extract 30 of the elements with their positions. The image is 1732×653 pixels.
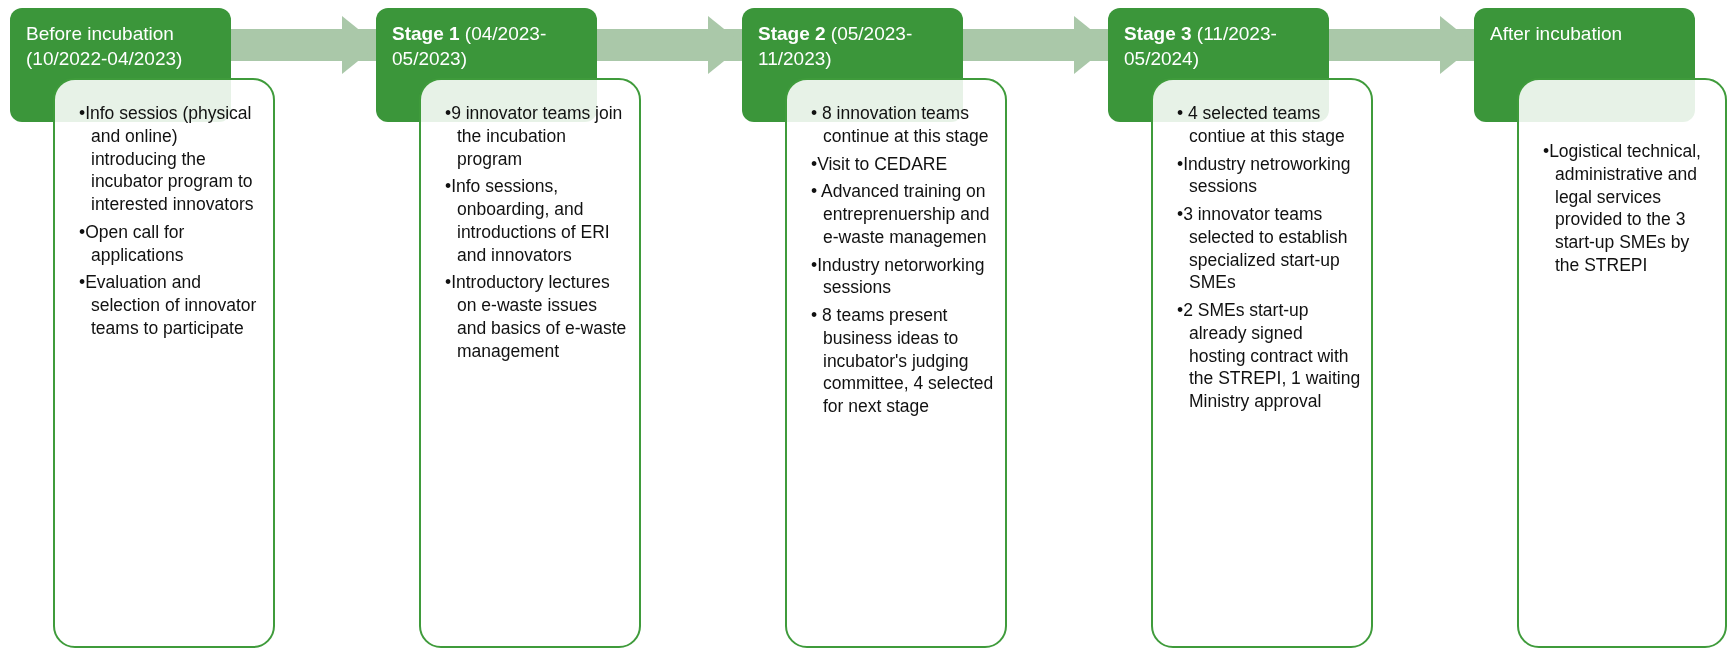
bullet-text: •Info sessions, onboarding, and introductions of ERI and innovators <box>445 175 611 267</box>
stage-card <box>785 78 1007 648</box>
bullet-text: • Advanced training on entreprenuership and e-waste managemen <box>811 180 991 249</box>
stage-card <box>53 78 275 648</box>
block-arrow <box>963 16 1110 74</box>
bullet-text: • 8 teams present business ideas to incubator's judging committee, 4 selected for next stage <box>811 304 995 418</box>
bullet-text: •Evaluation and selection of innovator teams to participate <box>79 271 258 340</box>
stage-card <box>419 78 641 648</box>
stage-title: Stage 1 (04/2023-05/2023) <box>392 22 548 71</box>
bullet-text: •Logistical technical, administrative and legal services provided to the 3 start-up SMEs by the STREPI <box>1543 140 1702 277</box>
bullet-text: •Open call for applications <box>79 220 186 267</box>
stage-card <box>1517 78 1727 648</box>
block-arrow <box>231 16 378 74</box>
stage-card <box>1151 78 1373 648</box>
bullet-text: •9 innovator teams join the incubation program <box>445 102 624 171</box>
stage-title: Stage 3 (11/2023-05/2024) <box>1124 22 1278 71</box>
block-arrow <box>597 16 744 74</box>
bullet-text: • 8 innovation teams continue at this stage <box>811 102 990 148</box>
bullet-text: •Introductory lectures on e-waste issues and basics of e-waste management <box>445 271 628 363</box>
bullet-text: •2 SMEs start-up already signed hosting contract with the STREPI, 1 waiting Ministry approval <box>1177 299 1361 413</box>
bullet-text: •Info sessios (physical and online) introducing the incubator program to interested innovators <box>79 102 255 216</box>
block-arrow <box>1329 16 1476 74</box>
stage-title: After incubation <box>1490 22 1624 46</box>
bullet-text: •Industry netorworking sessions <box>811 253 986 299</box>
bullet-text: •3 innovator teams selected to establish specialized start-up SMEs <box>1177 203 1349 294</box>
stage-title: Stage 2 (05/2023-11/2023) <box>758 22 914 71</box>
bullet-text: •Industry netroworking sessions <box>1177 152 1352 198</box>
bullet-text: • 4 selected teams contiue at this stage <box>1177 102 1346 148</box>
bullet-text: •Visit to CEDARE <box>811 152 949 176</box>
stage-title: Before incubation (10/2022-04/2023) <box>26 22 184 71</box>
